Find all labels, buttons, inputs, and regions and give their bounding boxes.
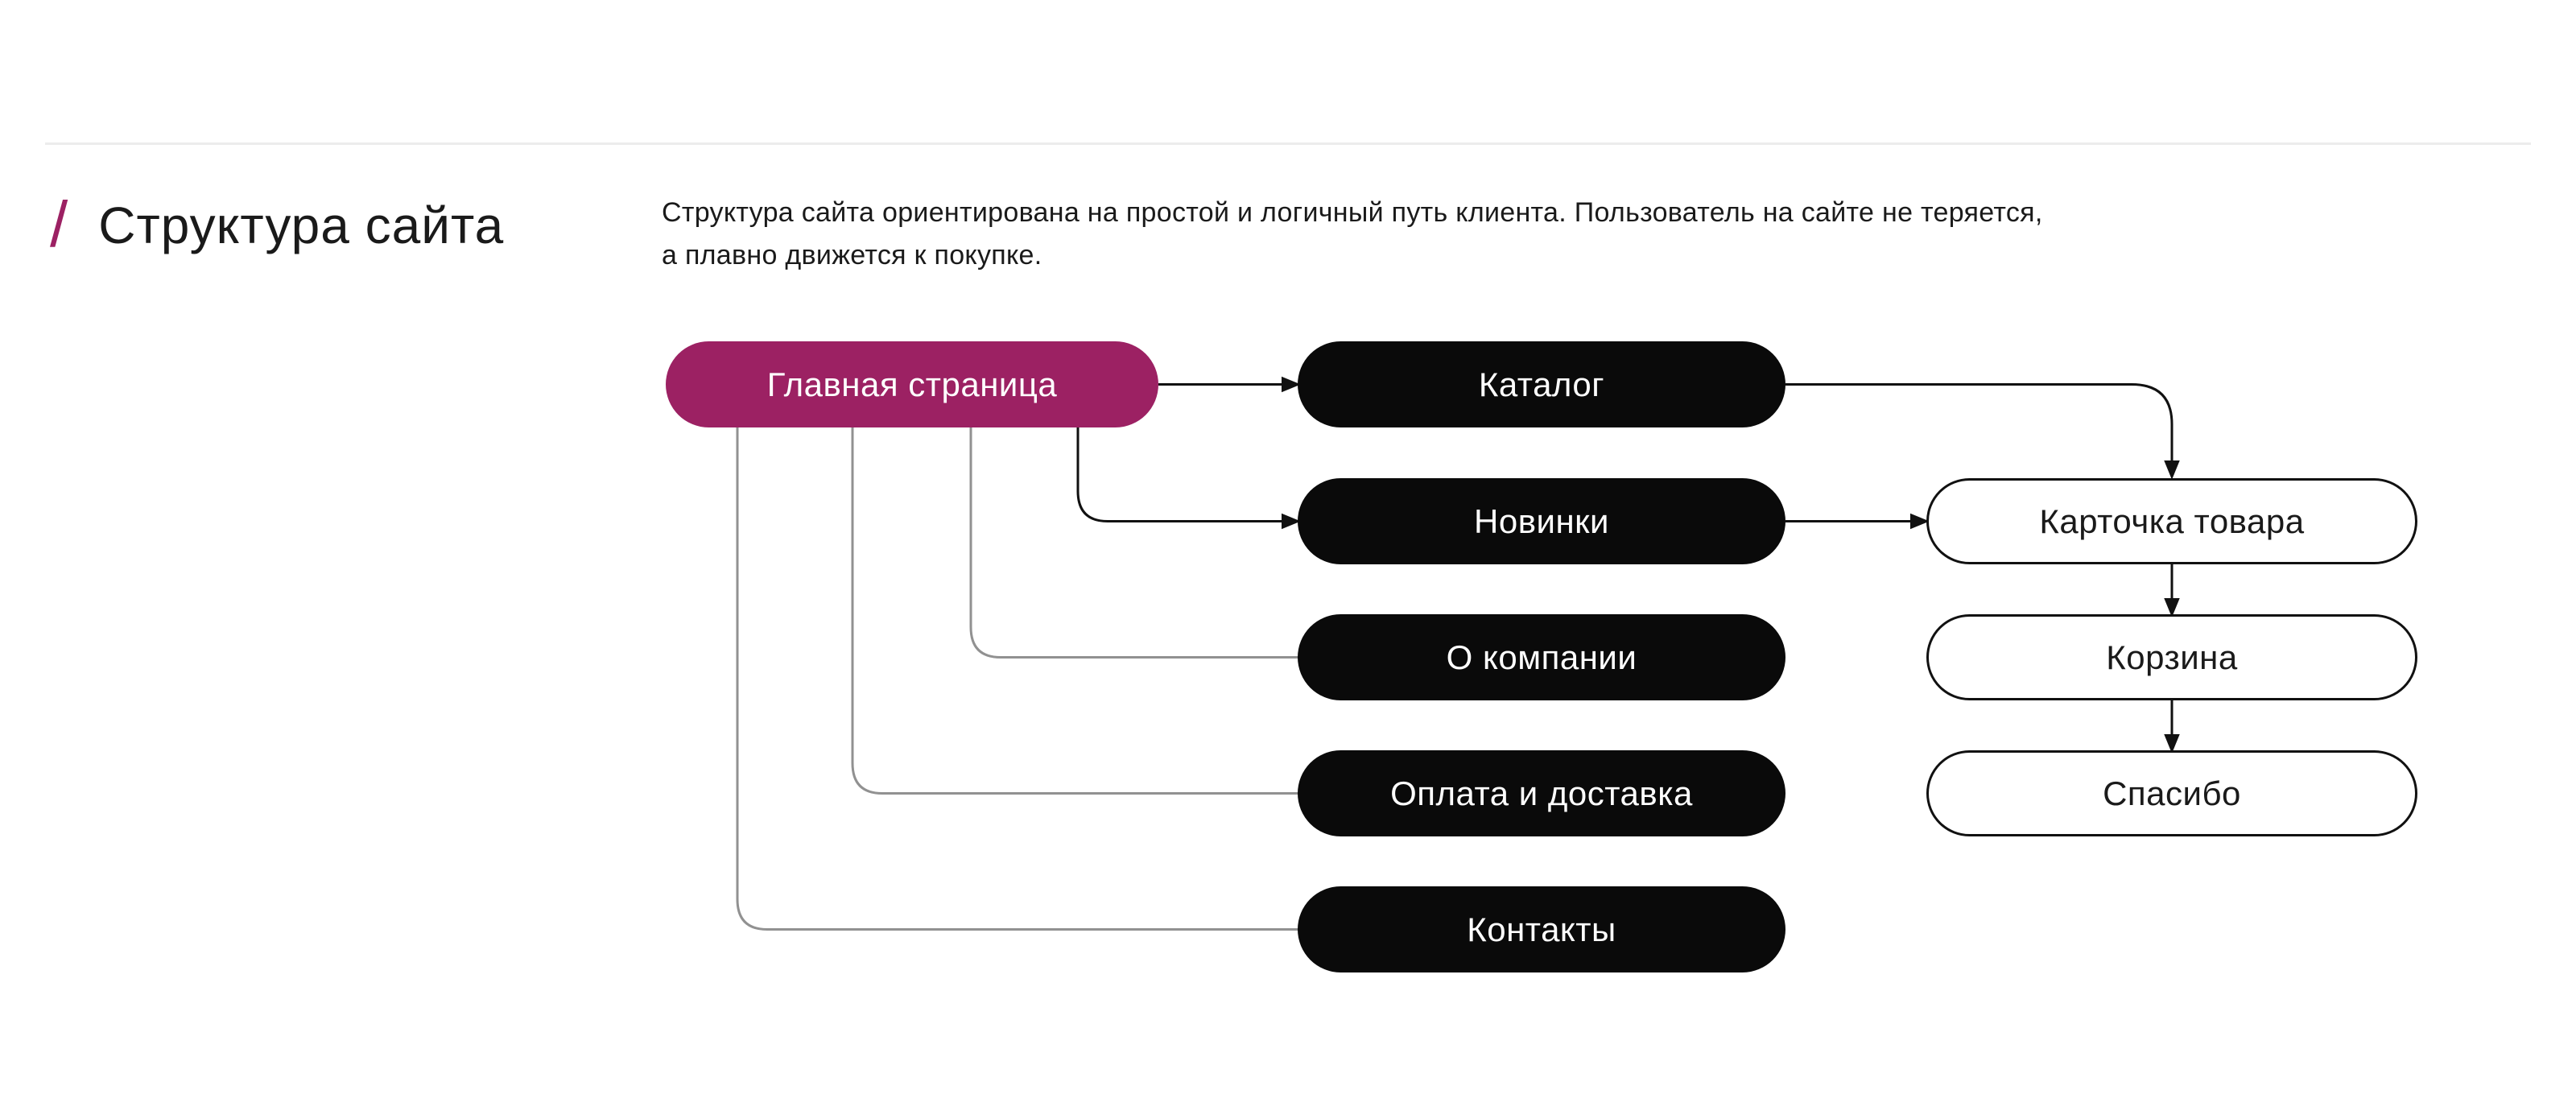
- node-katalog: Каталог: [1298, 341, 1785, 427]
- connector-glavnaya-to-o-kompanii: [969, 422, 1298, 659]
- node-label: Новинки: [1474, 502, 1609, 540]
- node-label: Карточка товара: [2039, 502, 2305, 540]
- title-slash-accent: /: [50, 188, 68, 260]
- node-label: Контакты: [1467, 910, 1616, 948]
- description-line-2: а плавно движется к покупке.: [662, 240, 1042, 270]
- node-label: Спасибо: [2103, 774, 2241, 812]
- page-title: Структура сайта: [98, 196, 505, 254]
- node-kartochka-tovara: Карточка товара: [1926, 478, 2417, 564]
- node-label: Главная страница: [766, 365, 1058, 403]
- node-label: О компании: [1446, 638, 1637, 676]
- node-o-kompanii: О компании: [1298, 614, 1785, 700]
- node-spasibo: Спасибо: [1926, 750, 2417, 836]
- node-korzina: Корзина: [1926, 614, 2417, 700]
- section-header: / Структура сайта: [50, 192, 504, 258]
- connector-glavnaya-to-kontakty: [736, 422, 1298, 931]
- section-description: Структура сайта ориентирована на простой…: [662, 192, 2043, 277]
- top-divider: [45, 142, 2531, 145]
- connector-glavnaya-to-oplata: [851, 422, 1298, 795]
- description-line-1: Структура сайта ориентирована на простой…: [662, 197, 2043, 228]
- node-label: Оплата и доставка: [1390, 774, 1693, 812]
- node-label: Корзина: [2106, 638, 2238, 676]
- node-oplata-i-dostavka: Оплата и доставка: [1298, 750, 1785, 836]
- node-label: Каталог: [1478, 365, 1605, 403]
- node-novinki: Новинки: [1298, 478, 1785, 564]
- node-kontakty: Контакты: [1298, 886, 1785, 972]
- connector-katalog-to-kartochka: [1785, 383, 2180, 480]
- connector-glavnaya-to-novinki: [1076, 422, 1301, 530]
- node-glavnaya-stranitsa: Главная страница: [666, 341, 1158, 427]
